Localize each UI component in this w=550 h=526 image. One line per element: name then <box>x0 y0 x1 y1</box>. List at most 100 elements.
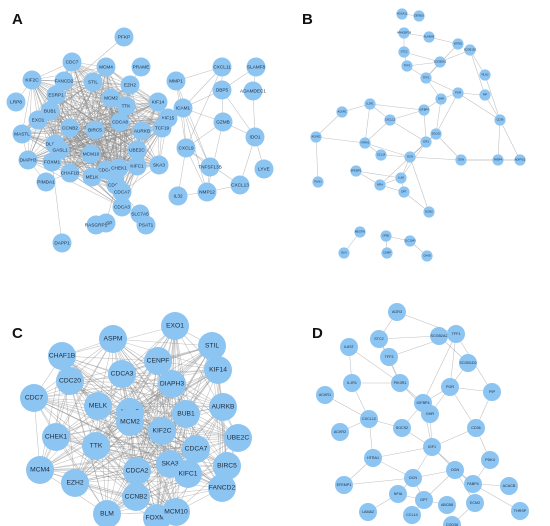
node-a-nmp12[interactable]: NMP12 <box>197 182 217 202</box>
node-b-hoxa11[interactable]: HOXA11 <box>396 8 408 20</box>
node-d-ackr1[interactable]: ACKR1 <box>316 386 334 404</box>
node-a-chaf1b[interactable]: CHAF1B <box>60 163 80 183</box>
node-d-ccl14[interactable]: CCL14 <box>403 506 421 524</box>
node-a-lrp8[interactable]: LRP8 <box>6 92 26 112</box>
node-a-ezh2[interactable]: EZH2 <box>120 75 140 95</box>
node-c-aurkb[interactable]: AURKB <box>209 393 237 421</box>
node-d-tff1[interactable]: TFF1 <box>447 325 465 343</box>
node-c-chaf1b[interactable]: CHAF1B <box>48 342 76 370</box>
node-d-pip[interactable]: PIP <box>483 383 501 401</box>
node-c-mcm4[interactable]: MCM4 <box>26 456 54 484</box>
node-c-cdca2[interactable]: CDCA2 <box>123 457 151 485</box>
node-a-cxcl11[interactable]: CXCL11 <box>212 57 232 77</box>
node-d-cod36[interactable]: COD36 <box>443 516 461 526</box>
node-b-mestin[interactable]: MESTIN <box>354 226 366 238</box>
node-c-mcm2[interactable]: MCM2 <box>116 408 144 436</box>
node-c-aspm[interactable]: ASPM <box>99 325 127 353</box>
node-b-rln2[interactable]: RLN2 <box>479 69 491 81</box>
node-b-dcn[interactable]: DCN <box>404 151 416 163</box>
node-c-ccnb2[interactable]: CCNB2 <box>122 483 150 511</box>
node-a-cdca7[interactable]: CDCA7 <box>112 182 132 202</box>
node-b-cpb1[interactable]: CPB1 <box>380 230 392 242</box>
node-d-ecm2[interactable]: ECM2 <box>466 494 484 512</box>
node-c-ube2c[interactable]: UBE2C <box>224 424 252 452</box>
node-b-efemp1[interactable]: EFEMP1 <box>350 165 362 177</box>
node-d-pik3r1[interactable]: PIK3R1 <box>391 374 409 392</box>
node-b-fabp4[interactable]: FABP4 <box>492 154 504 166</box>
node-d-ogn[interactable]: OGN <box>446 461 464 479</box>
node-d-tff3[interactable]: TFF3 <box>380 348 398 366</box>
node-b-adipoq[interactable]: ADIPOQ <box>514 154 526 166</box>
node-b-cd36[interactable]: CD36 <box>494 114 506 126</box>
node-a-cdc7[interactable]: CDC7 <box>62 52 82 72</box>
node-a-chek1[interactable]: CHEK1 <box>109 158 129 178</box>
node-c-kifc1[interactable]: KIFC1 <box>174 460 202 488</box>
node-d-acacb[interactable]: ACACB <box>500 477 518 495</box>
node-d-scgb1d2[interactable]: SCGB1D2 <box>459 354 477 372</box>
node-d-pdk4[interactable]: PDK4 <box>481 451 499 469</box>
node-a-diaph3[interactable]: DIAPH3 <box>18 150 38 170</box>
node-a-mcm4[interactable]: MCM4 <box>96 57 116 77</box>
node-b-il1r1[interactable]: IL1R1 <box>364 98 376 110</box>
node-d-lama2[interactable]: LAMA2 <box>359 503 377 521</box>
node-a-lyve[interactable]: LYVE <box>254 159 274 179</box>
node-a-stil[interactable]: STIL <box>83 72 103 92</box>
node-c-bub1[interactable]: BUB1 <box>172 400 200 428</box>
node-a-mcm10[interactable]: MCM10 <box>81 144 101 164</box>
node-c-cdca7[interactable]: CDCA7 <box>182 435 210 463</box>
node-b-dpt[interactable]: DPT <box>398 186 410 198</box>
node-d-htra1[interactable]: HTRA1 <box>364 449 382 467</box>
node-c-cdc20[interactable]: CDC20 <box>56 367 84 395</box>
node-d-fabp4[interactable]: FABP4 <box>464 475 482 493</box>
node-b-comp[interactable]: COMP <box>381 247 393 259</box>
node-b-ghr[interactable]: GHR <box>435 93 447 105</box>
node-a-slamf8[interactable]: SLAMF8 <box>246 57 266 77</box>
node-c-mcm10[interactable]: MCM10 <box>162 498 190 526</box>
node-a-kif14[interactable]: KIF14 <box>148 92 168 112</box>
node-a-cdca3[interactable]: CDCA3 <box>112 197 132 217</box>
node-d-agr3[interactable]: AGR3 <box>388 303 406 321</box>
node-d-dcn[interactable]: DCN <box>404 469 422 487</box>
node-b-socs2[interactable]: SOCS2 <box>430 128 442 140</box>
node-a-exo1[interactable]: EXO1 <box>28 110 48 130</box>
node-d-scgb2a2[interactable]: SCGB2A2 <box>430 327 448 345</box>
node-a-dbp5[interactable]: DBP5 <box>212 80 232 100</box>
node-c-cdca3[interactable]: CDCA3 <box>108 360 136 388</box>
node-a-mcm2[interactable]: MCM2 <box>101 88 121 108</box>
node-b-ackr2[interactable]: ACKR2 <box>310 131 322 143</box>
node-b-ogn[interactable]: OGN <box>455 154 467 166</box>
node-c-birc5[interactable]: BIRC5 <box>213 452 241 480</box>
node-a-icam1[interactable]: ICAM1 <box>173 98 193 118</box>
node-c-exo1[interactable]: EXO1 <box>161 312 189 340</box>
node-a-mastl[interactable]: MASTL <box>12 124 32 144</box>
node-a-kifc1[interactable]: KIFC1 <box>127 156 147 176</box>
node-a-rasgrp1[interactable]: RASGRP1 <box>85 215 108 235</box>
node-d-ghr[interactable]: GHR <box>421 405 439 423</box>
node-a-dapp1[interactable]: DAPP1 <box>52 233 72 253</box>
node-a-il32[interactable]: IL32 <box>168 186 188 206</box>
node-b-krt81[interactable]: KRT81 <box>452 38 464 50</box>
node-b-stc2[interactable]: STC2 <box>398 46 410 58</box>
node-c-fancd2[interactable]: FANCD2 <box>208 474 236 502</box>
node-a-adamdec1[interactable]: ADAMDEC1 <box>240 81 266 101</box>
node-c-blm[interactable]: BLM <box>93 500 121 526</box>
node-b-arhgef28[interactable]: ARHGEF28 <box>397 27 412 39</box>
node-a-prame[interactable]: PRAME <box>131 57 151 77</box>
node-b-alkbh3[interactable]: ALKBH3 <box>423 31 435 43</box>
node-a-cdca8[interactable]: CDCA8 <box>110 112 130 132</box>
node-b-scgb2a2[interactable]: SCGB2A2 <box>434 56 447 68</box>
node-a-foxm1[interactable]: FOXM1 <box>42 152 62 172</box>
node-b-htra1[interactable]: HTRA1 <box>359 137 371 149</box>
node-d-il6st[interactable]: IL6ST <box>340 338 358 356</box>
node-d-dpt[interactable]: DPT <box>415 491 433 509</box>
node-d-ackr2[interactable]: ACKR2 <box>331 423 349 441</box>
node-d-efemp1[interactable]: EFEMP1 <box>335 476 353 494</box>
node-a-ttk[interactable]: TTK <box>116 96 136 116</box>
node-d-stc2[interactable]: STC2 <box>370 330 388 348</box>
node-d-cd36[interactable]: CD36 <box>467 419 485 437</box>
node-c-stil[interactable]: STIL <box>198 332 226 360</box>
node-d-nfia[interactable]: NFIA <box>389 485 407 503</box>
node-b-pip[interactable]: PIP <box>479 89 491 101</box>
node-d-thrsp[interactable]: THRSP <box>511 502 529 520</box>
node-b-igfbp4[interactable]: IGFBP4 <box>418 104 430 116</box>
